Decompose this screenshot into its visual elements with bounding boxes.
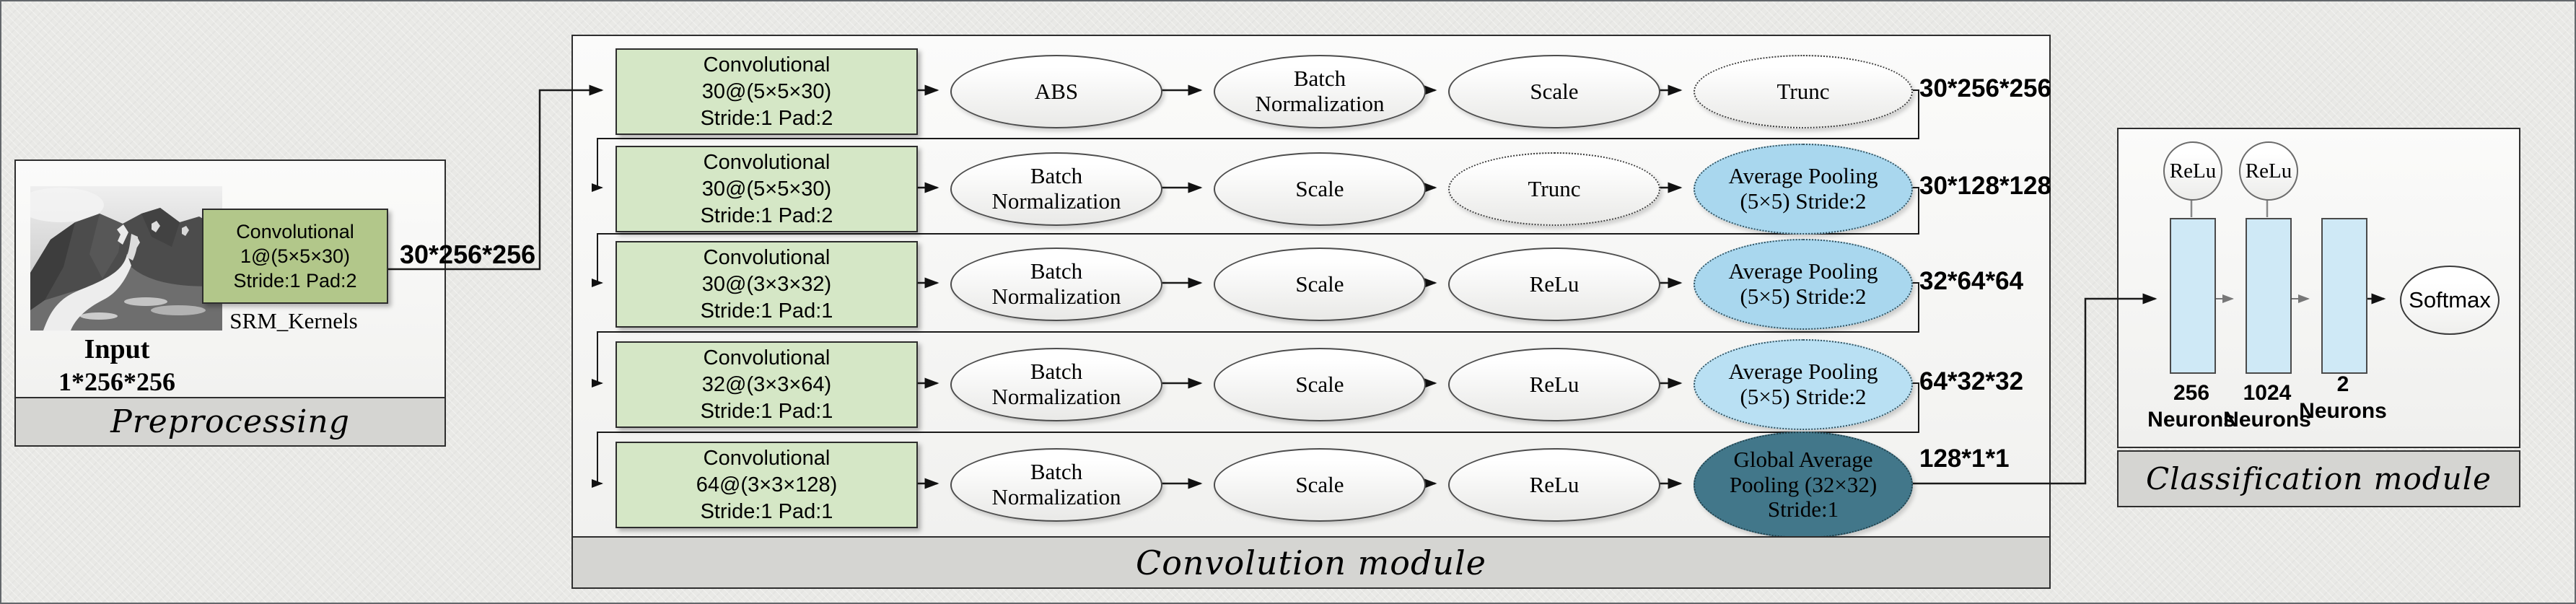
op-average-pooling: Average Pooling (5×5) Stride:2	[1694, 144, 1913, 235]
srm-kernels-label: SRM_Kernels	[229, 308, 358, 333]
op-batch-normalization: Batch Normalization	[950, 348, 1162, 421]
conv3-line2: 30@(3×3×32)	[701, 272, 832, 296]
op-relu: ReLu	[1448, 348, 1660, 421]
row5-output-dims: 128*1*1	[1919, 445, 2010, 473]
classification-title: Classification module	[2145, 461, 2492, 496]
op-scale: Scale	[1448, 55, 1660, 128]
conv5-line3: Stride:1 Pad:1	[700, 499, 833, 523]
op-scale: Scale	[1214, 448, 1426, 522]
conv4-line3: Stride:1 Pad:1	[700, 399, 833, 423]
wire-conv-to-classification	[1910, 293, 2157, 485]
op-batch-normalization: Batch Normalization	[950, 152, 1162, 226]
convolution-title-bar: Convolution module	[571, 536, 2051, 589]
op-trunc: Trunc	[1448, 152, 1660, 226]
fc-bar-256-label: 256 Neurons	[2147, 381, 2235, 432]
input-image-photo	[17, 186, 222, 331]
row4-output-dims: 64*32*32	[1919, 367, 2024, 395]
input-caption: Input	[84, 334, 150, 364]
conv1-line1: Convolutional	[703, 53, 831, 76]
relu-circle-2: ReLu	[2239, 141, 2298, 201]
convolution-title: Convolution module	[1136, 543, 1486, 582]
row3-output-dims: 32*64*64	[1919, 267, 2024, 295]
conv5-line2: 64@(3×3×128)	[696, 473, 838, 496]
op-abs: ABS	[950, 55, 1162, 128]
conv2-line1: Convolutional	[703, 150, 831, 174]
conv4-line2: 32@(3×3×64)	[701, 372, 832, 396]
conv1-line2: 30@(5×5×30)	[701, 79, 832, 103]
preprocessing-title: Preprocessing	[110, 403, 350, 440]
fc-bar-1024	[2246, 218, 2292, 374]
relu-circle-1: ReLu	[2163, 141, 2222, 201]
op-batch-normalization: Batch Normalization	[950, 248, 1162, 321]
op-relu: ReLu	[1448, 248, 1660, 321]
conv2-line3: Stride:1 Pad:2	[700, 203, 833, 227]
srm-conv-line3: Stride:1 Pad:2	[233, 270, 357, 292]
preprocessing-title-bar: Preprocessing	[14, 397, 446, 447]
fc-bar-2-label: 2 Neurons	[2299, 372, 2387, 423]
conv-layer-box-1: Convolutional 30@(5×5×30) Stride:1 Pad:2	[615, 48, 918, 135]
conv4-line1: Convolutional	[703, 346, 831, 369]
input-dims-label: 1*256*256	[58, 367, 175, 396]
preprocessing-output-dims: 30*256*256	[400, 240, 536, 269]
op-global-average-pooling: Global Average Pooling (32×32) Stride:1	[1694, 432, 1913, 538]
op-trunc: Trunc	[1694, 55, 1913, 128]
conv-layer-box-5: Convolutional 64@(3×3×128) Stride:1 Pad:…	[615, 442, 918, 528]
op-batch-normalization: Batch Normalization	[1214, 55, 1426, 128]
relu-stems	[2190, 198, 2269, 217]
op-average-pooling: Average Pooling (5×5) Stride:2	[1694, 339, 1913, 430]
classification-title-bar: Classification module	[2117, 450, 2520, 507]
wire-preprocessing-to-row1	[385, 84, 604, 271]
fc-bar-1024-label: 1024 Neurons	[2223, 381, 2311, 432]
row1-output-dims: 30*256*256	[1919, 74, 2051, 102]
conv-layer-box-3: Convolutional 30@(3×3×32) Stride:1 Pad:1	[615, 241, 918, 328]
fc-bar-2	[2321, 218, 2367, 374]
srm-conv-line1: Convolutional	[236, 221, 354, 242]
row-routing-wires	[592, 89, 1919, 488]
conv1-line3: Stride:1 Pad:2	[700, 106, 833, 130]
conv5-line1: Convolutional	[703, 446, 831, 470]
conv3-line3: Stride:1 Pad:1	[700, 299, 833, 323]
row2-output-dims: 30*128*128	[1919, 172, 2051, 200]
row-internal-arrows	[915, 84, 1683, 489]
conv2-line2: 30@(5×5×30)	[701, 177, 832, 201]
softmax-ellipse: Softmax	[2400, 266, 2500, 335]
srm-conv-line2: 1@(5×5×30)	[240, 245, 350, 267]
op-average-pooling: Average Pooling (5×5) Stride:2	[1694, 239, 1913, 330]
op-scale: Scale	[1214, 248, 1426, 321]
conv-layer-box-2: Convolutional 30@(5×5×30) Stride:1 Pad:2	[615, 146, 918, 232]
op-scale: Scale	[1214, 152, 1426, 226]
op-batch-normalization: Batch Normalization	[950, 448, 1162, 522]
conv-layer-box-4: Convolutional 32@(3×3×64) Stride:1 Pad:1	[615, 341, 918, 428]
op-relu: ReLu	[1448, 448, 1660, 522]
op-scale: Scale	[1214, 348, 1426, 421]
conv3-line1: Convolutional	[703, 245, 831, 269]
fc-bar-256	[2170, 218, 2216, 374]
srm-conv-layer-box: Convolutional 1@(5×5×30) Stride:1 Pad:2	[202, 209, 388, 304]
